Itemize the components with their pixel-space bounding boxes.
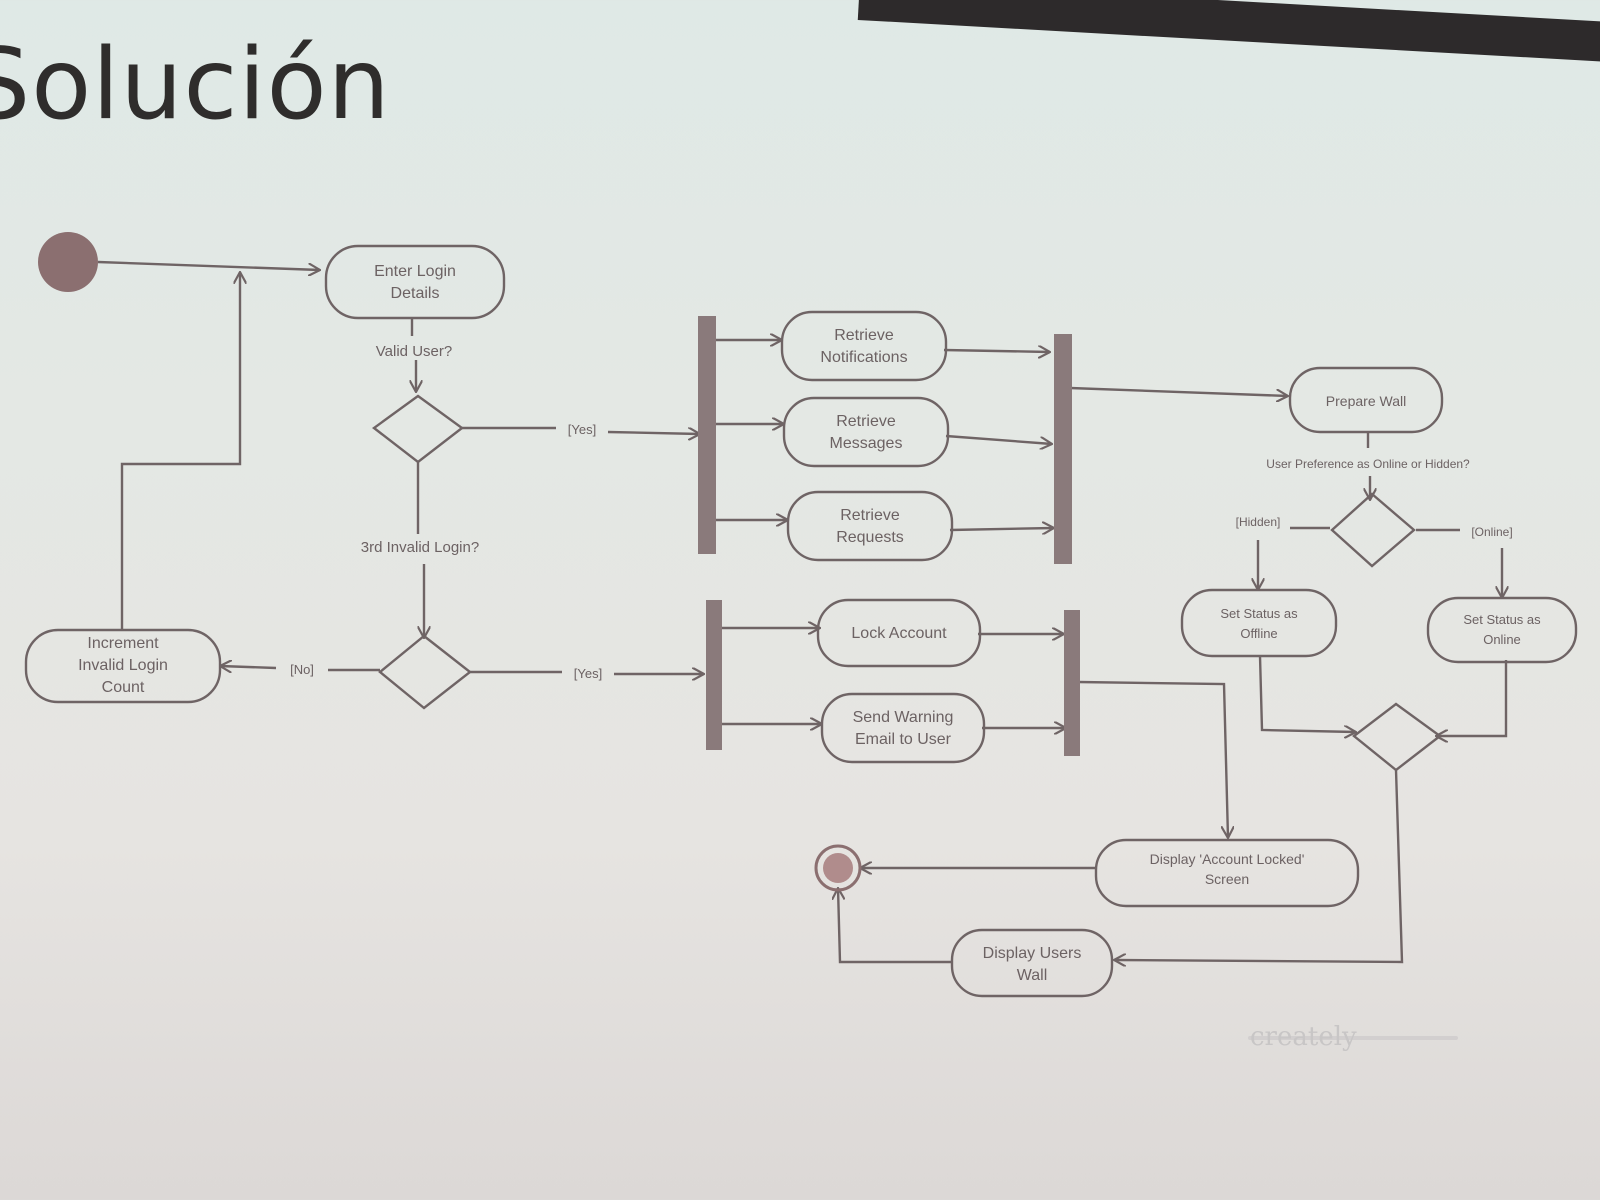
action-prepare-wall bbox=[1288, 366, 1444, 434]
action-set-offline bbox=[1180, 588, 1338, 658]
action-lock-account bbox=[816, 598, 982, 668]
merge-status bbox=[1352, 702, 1443, 772]
label-yes-top: [Yes] bbox=[568, 422, 596, 437]
action-retrieve-notifications bbox=[780, 310, 948, 382]
label-third-invalid: 3rd Invalid Login? bbox=[361, 539, 479, 556]
label-no: [No] bbox=[290, 662, 314, 677]
watermark-logo: creately bbox=[1250, 1022, 1357, 1052]
action-display-locked bbox=[1094, 838, 1360, 908]
fork-bar-1 bbox=[698, 316, 716, 554]
action-display-wall bbox=[950, 928, 1114, 998]
label-lock-account: Lock Account bbox=[851, 625, 947, 642]
flow-loop-back bbox=[120, 272, 240, 630]
label-hidden: [Hidden] bbox=[1236, 515, 1281, 529]
join-bar-1 bbox=[1054, 334, 1072, 564]
decision-3rd-invalid bbox=[378, 634, 472, 710]
flow-req-join bbox=[949, 528, 1054, 530]
end-node bbox=[814, 844, 862, 892]
flow-start-to-login bbox=[97, 260, 320, 270]
flow-online-merge bbox=[1436, 660, 1508, 736]
action-set-online bbox=[1426, 596, 1578, 664]
flow-wall-end bbox=[838, 888, 952, 964]
decision-valid-user bbox=[371, 394, 465, 464]
action-send-warning bbox=[820, 692, 986, 764]
label-online: [Online] bbox=[1471, 525, 1512, 539]
label-prepare-wall: Prepare Wall bbox=[1326, 393, 1406, 409]
flow-yes-top-b bbox=[607, 432, 700, 434]
action-retrieve-messages bbox=[782, 396, 950, 468]
watermark-tagline bbox=[1248, 1036, 1458, 1040]
flow-notif-join bbox=[943, 350, 1050, 352]
flow-merge-wall bbox=[1114, 769, 1404, 962]
label-valid-user: Valid User? bbox=[376, 343, 452, 360]
label-display-locked: Display 'Account Locked'Screen bbox=[1150, 851, 1305, 887]
flow-msg-join bbox=[945, 434, 1052, 444]
flow-no-b bbox=[220, 666, 277, 668]
action-enter-login bbox=[324, 244, 506, 320]
label-yes-bottom: [Yes] bbox=[574, 666, 602, 681]
decision-preference bbox=[1330, 492, 1416, 568]
flow-join2-locked bbox=[1077, 680, 1228, 838]
flow-join-prepare bbox=[1069, 386, 1288, 396]
label-user-preference: User Preference as Online or Hidden? bbox=[1266, 457, 1470, 471]
fork-bar-2 bbox=[706, 600, 722, 750]
start-node bbox=[38, 232, 98, 292]
slide-title: Solución bbox=[0, 28, 391, 142]
action-increment bbox=[24, 628, 222, 704]
action-retrieve-requests bbox=[786, 490, 954, 562]
flow-offline-merge bbox=[1258, 655, 1356, 732]
join-bar-2 bbox=[1064, 610, 1080, 756]
